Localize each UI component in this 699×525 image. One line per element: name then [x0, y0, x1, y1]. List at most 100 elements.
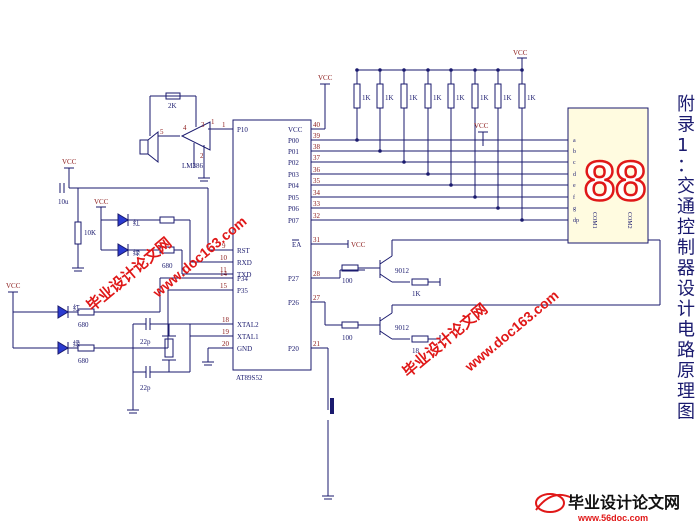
pin-num: 36 — [313, 166, 321, 174]
transistor-drivers: 100 9012 1K 100 9012 18 VCC — [341, 122, 661, 355]
title-char: 路 — [677, 340, 695, 361]
pin-name: RST — [237, 247, 251, 255]
button-icon — [330, 398, 334, 414]
res-680-label: 680 — [162, 262, 173, 270]
pullup-label: 1K — [456, 94, 465, 102]
resistor-10k — [74, 221, 82, 245]
display-body — [567, 107, 649, 244]
vcc-label: VCC — [94, 198, 109, 206]
push-button — [322, 398, 334, 500]
pullup-label: 1K — [480, 94, 489, 102]
title-char: 器 — [677, 258, 695, 279]
transistor-label: 9012 — [395, 324, 410, 332]
res-10k-label: 10K — [84, 229, 96, 237]
pin-num: 38 — [313, 143, 321, 151]
title-char: 录 — [677, 115, 695, 136]
junction-dot — [355, 138, 359, 142]
pin-name: GND — [237, 345, 252, 353]
reset-circuit: VCC 10u 10K — [58, 158, 209, 272]
resistor-680 — [159, 216, 175, 224]
site-logo: 毕业设计论文网 www.56doc.com — [535, 493, 680, 523]
mcu-left-pins: 1 P10 9 RST 10 RXD 11 TXD 14 P34 15 P35 … — [118, 121, 259, 353]
segment-label: d — [573, 172, 576, 178]
pin-num: 1 — [222, 121, 226, 129]
pin-name: P04 — [288, 182, 299, 190]
junction-dot — [449, 183, 453, 187]
audio-amplifier: 2K 3 5 4 2 1 LM386 — [139, 92, 233, 182]
junction-dot — [355, 68, 359, 72]
junction-dot — [426, 172, 430, 176]
amp-pin-c: 1 — [211, 118, 215, 126]
junction-dot — [473, 195, 477, 199]
amp-pin-in: 3 — [201, 121, 205, 129]
pin-num: 31 — [313, 236, 321, 244]
junction-dot — [449, 68, 453, 72]
resistor-1k — [411, 278, 429, 286]
pin-num: 10 — [220, 254, 228, 262]
speaker-cone — [147, 130, 159, 164]
pin-num: 34 — [313, 189, 321, 197]
junction-dot — [378, 149, 382, 153]
pin-num: 35 — [313, 177, 321, 185]
res-100-label: 100 — [342, 334, 353, 342]
title-char: 理 — [677, 381, 695, 402]
logo-url: www.56doc.com — [577, 513, 648, 523]
junction-dot — [473, 68, 477, 72]
crystal-oscillator: 22p 22p — [127, 318, 214, 414]
res-1k-label: 1K — [412, 290, 421, 298]
vcc-label: VCC — [6, 282, 21, 290]
junction-dot — [402, 160, 406, 164]
pin-num: 40 — [313, 121, 321, 129]
resistor-100 — [341, 321, 359, 329]
pin-num: 27 — [313, 294, 321, 302]
vcc-label: VCC — [351, 241, 366, 249]
pullup-resistor — [424, 83, 432, 109]
pin-name: P00 — [288, 137, 299, 145]
amp-name: LM386 — [182, 162, 204, 170]
led-label: 红 — [133, 218, 140, 227]
pin-name: P20 — [288, 345, 299, 353]
title-char: 设 — [677, 279, 695, 300]
pullup-label: 1K — [433, 94, 442, 102]
pin-name: P02 — [288, 159, 299, 167]
watermark-url: www.doc163.com — [461, 287, 562, 375]
segment-label: dp — [573, 218, 579, 224]
segment-label: a — [573, 138, 576, 144]
led-label: 红 — [73, 303, 80, 312]
segment-label: f — [573, 194, 575, 201]
pullup-resistor — [494, 83, 502, 109]
pullup-resistor — [400, 83, 408, 109]
title-char: 计 — [677, 299, 695, 320]
pullup-network: VCC — [357, 49, 528, 71]
pin-num: 37 — [313, 154, 321, 162]
mcu-name: AT89S52 — [236, 374, 263, 382]
res-2k-label: 2K — [168, 102, 177, 110]
pin-name: P34 — [237, 275, 248, 283]
segment-label: e — [573, 183, 576, 189]
pin-name: EA — [292, 241, 301, 249]
pin-name: P27 — [288, 275, 299, 283]
com-left-label: COM1 — [591, 212, 597, 229]
segment-label: b — [573, 149, 576, 155]
amplifier-symbol — [180, 121, 211, 151]
pullup-label: 1K — [409, 94, 418, 102]
pin-num: 18 — [222, 316, 230, 324]
junction-dot — [426, 68, 430, 72]
junction-dot — [496, 206, 500, 210]
transistor-label: 9012 — [395, 267, 410, 275]
vcc-label: VCC — [318, 74, 333, 82]
pin-name: P01 — [288, 148, 299, 156]
title-char: 通 — [677, 197, 695, 218]
pin-num: 15 — [220, 282, 228, 290]
resistor-2k — [165, 92, 181, 100]
segment-label: c — [573, 160, 576, 166]
mcu-body — [232, 119, 312, 371]
junction-dot — [520, 68, 524, 72]
vcc-label: VCC — [62, 158, 77, 166]
pin-num: 14 — [220, 270, 228, 278]
title-char: 控 — [677, 217, 695, 238]
